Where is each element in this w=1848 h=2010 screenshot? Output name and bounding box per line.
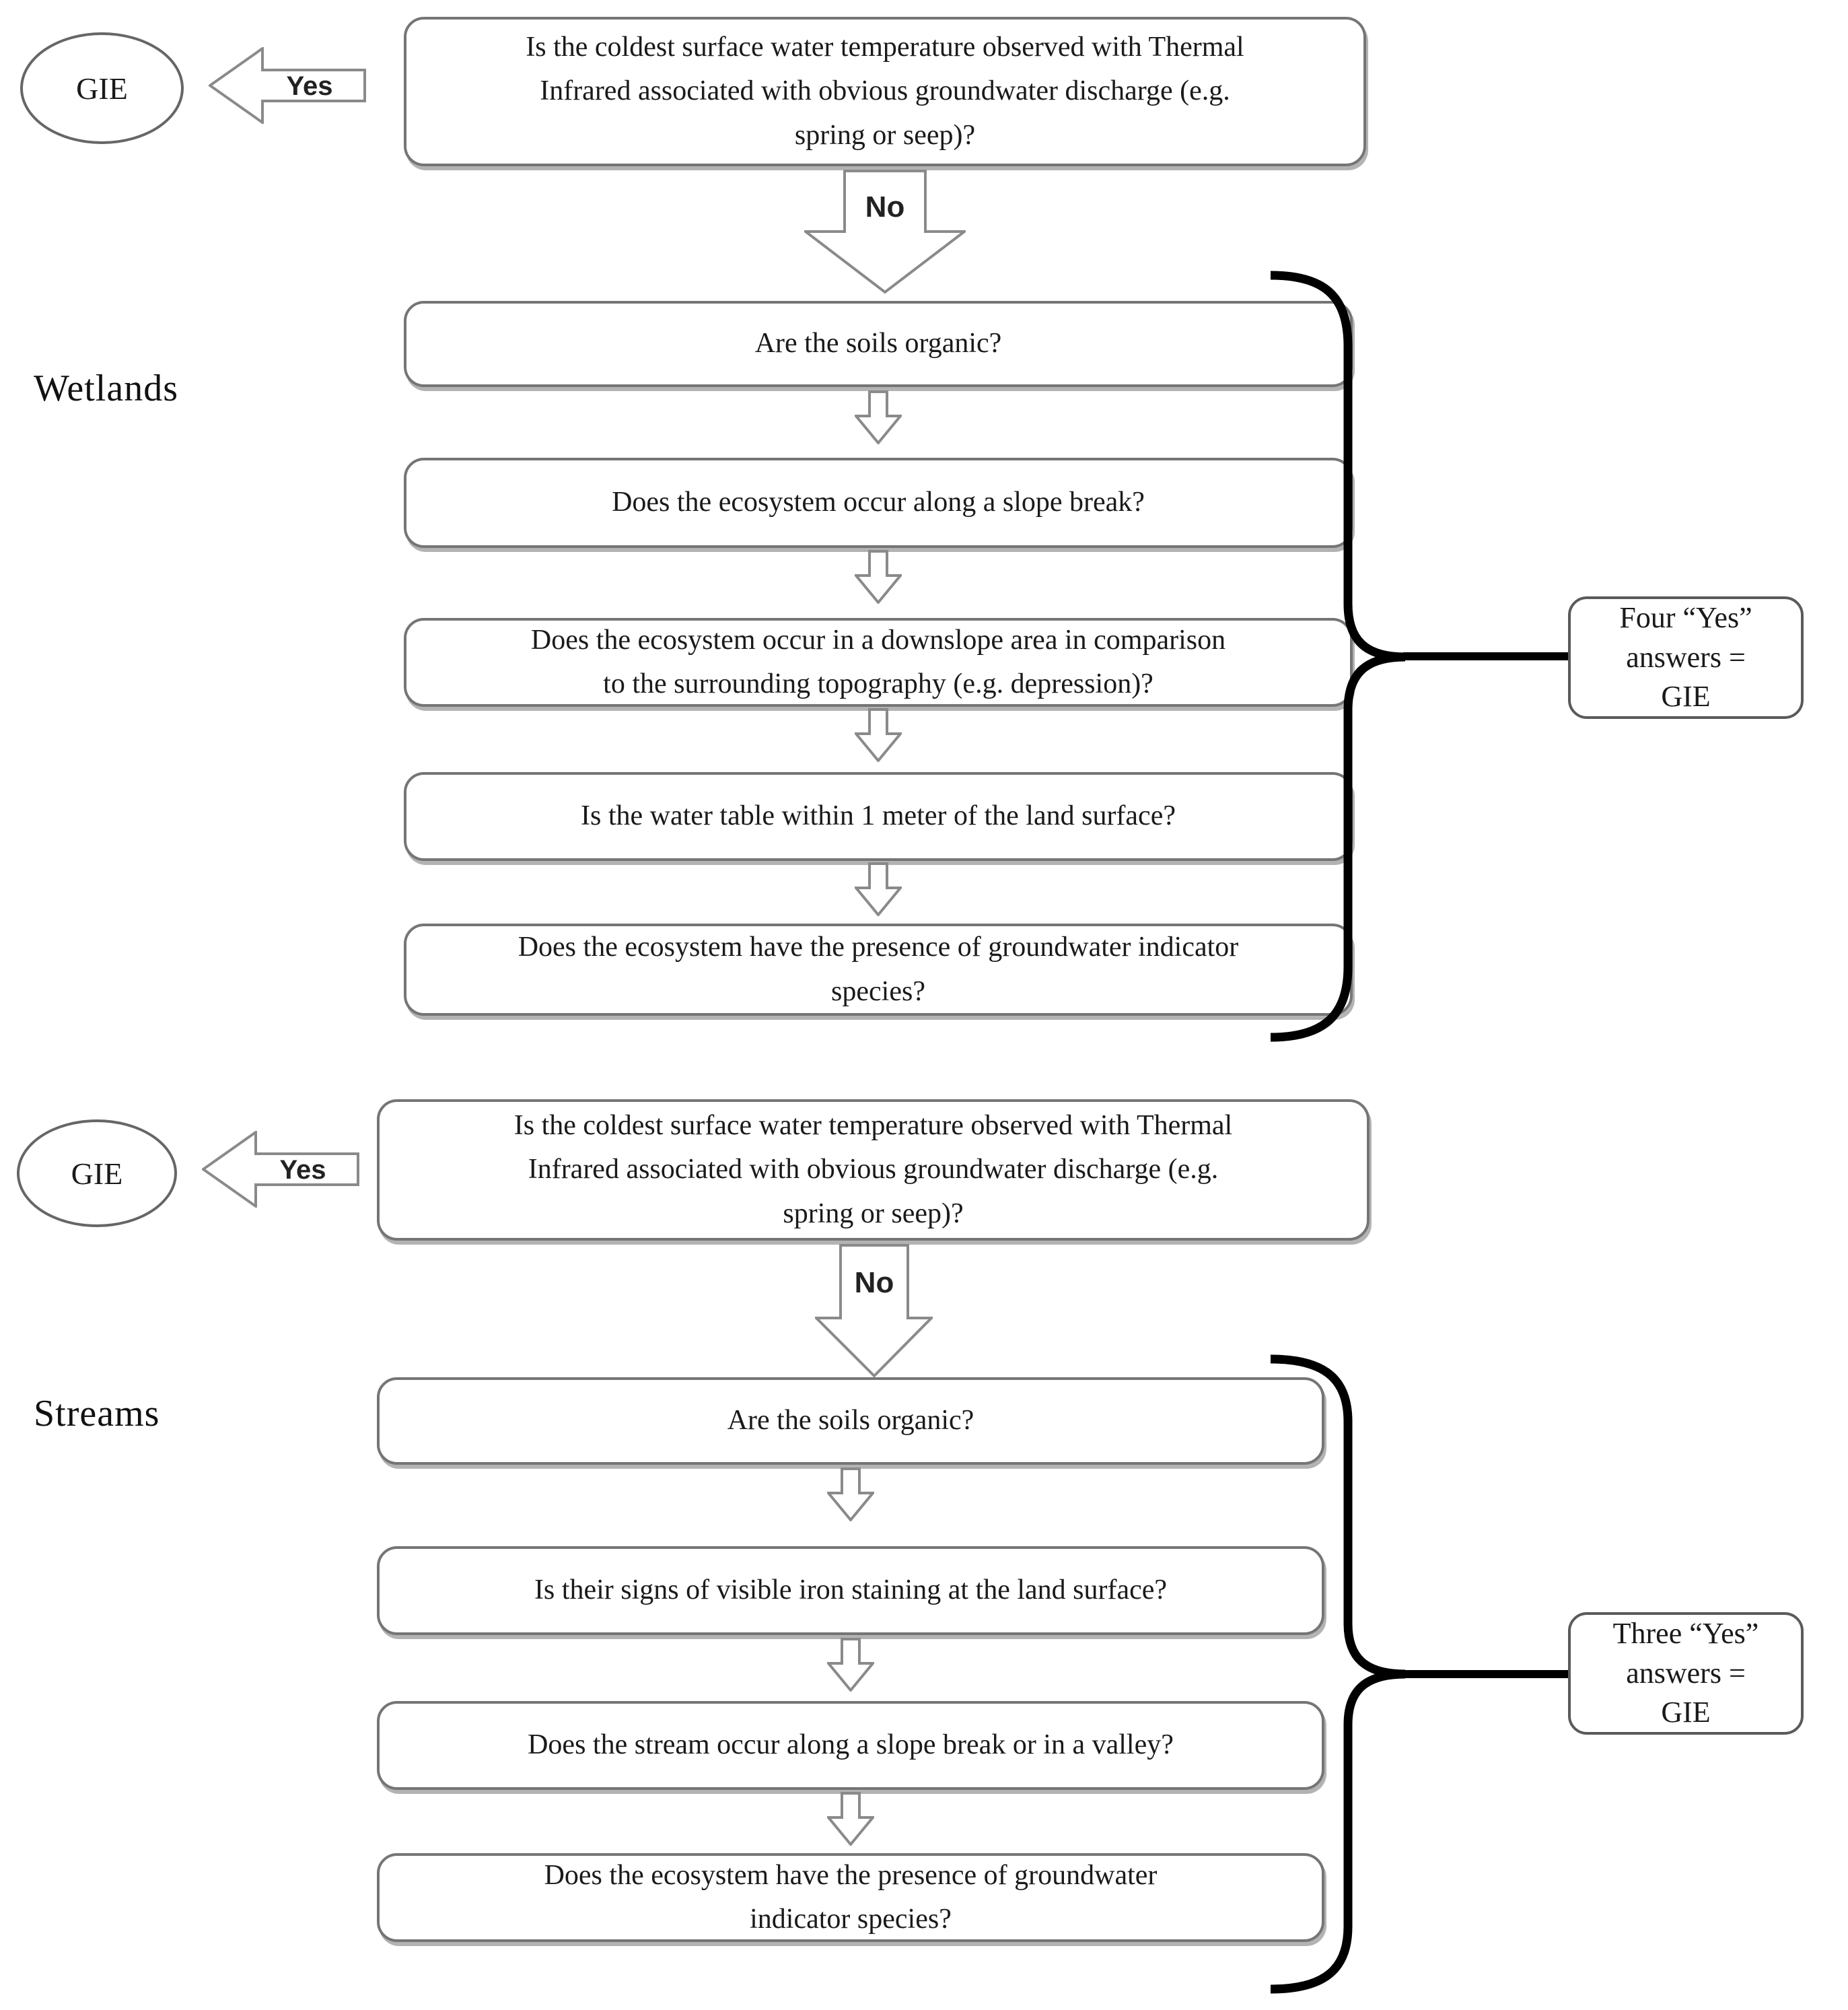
wetlands-no-label: No xyxy=(865,190,905,223)
down-arrow-icon xyxy=(855,708,902,762)
result-line: answers = xyxy=(1626,640,1746,674)
streams-connector-arrow-2 xyxy=(827,1638,874,1692)
flow-box-line: Does the ecosystem have the presence of … xyxy=(544,1859,1158,1891)
wetlands-connector-arrow-2 xyxy=(855,550,902,604)
question-line: Infrared associated with obvious groundw… xyxy=(528,1154,1219,1185)
result-line: Three “Yes” xyxy=(1612,1617,1759,1651)
result-line: GIE xyxy=(1661,1696,1711,1729)
flow-box-line: Is their signs of visible iron staining … xyxy=(534,1574,1168,1606)
down-arrow-icon xyxy=(827,1467,874,1521)
streams-no-label: No xyxy=(855,1266,894,1299)
down-arrow-icon xyxy=(855,862,902,916)
streams-box-soils: Are the soils organic? xyxy=(377,1377,1324,1465)
streams-result-box: Three “Yes” answers = GIE xyxy=(1568,1612,1804,1735)
wetlands-box-indicator-species: Does the ecosystem have the presence of … xyxy=(404,924,1353,1016)
streams-box-iron-staining: Is their signs of visible iron staining … xyxy=(377,1546,1324,1635)
wetlands-box-slope-break: Does the ecosystem occur along a slope b… xyxy=(404,458,1353,548)
left-arrow-icon xyxy=(209,47,366,124)
wetlands-box-soils: Are the soils organic? xyxy=(404,301,1353,387)
question-line: Is the coldest surface water temperature… xyxy=(513,1110,1233,1142)
curly-brace-icon xyxy=(1270,271,1406,1042)
wetlands-gie-label: GIE xyxy=(76,71,128,106)
wetlands-gie-ellipse: GIE xyxy=(20,32,184,144)
flow-box-line: Does the ecosystem occur in a downslope … xyxy=(530,624,1226,656)
wetlands-result-connector-line xyxy=(1403,652,1568,660)
streams-brace xyxy=(1258,1354,1413,1994)
streams-yes-label: Yes xyxy=(280,1155,326,1185)
down-arrow-icon xyxy=(827,1638,874,1692)
flow-box-line: Is the water table within 1 meter of the… xyxy=(581,800,1176,832)
question-line: Infrared associated with obvious groundw… xyxy=(540,75,1230,107)
wetlands-brace xyxy=(1258,271,1413,1042)
wetlands-yes-arrow: Yes xyxy=(209,47,367,124)
streams-connector-arrow-1 xyxy=(827,1467,874,1521)
flow-box-line: Are the soils organic? xyxy=(727,1405,974,1436)
down-arrow-icon xyxy=(815,1244,933,1377)
result-line: GIE xyxy=(1661,680,1711,714)
question-line: spring or seep)? xyxy=(794,119,976,151)
down-arrow-icon xyxy=(827,1792,874,1846)
streams-box-slope-valley: Does the stream occur along a slope brea… xyxy=(377,1701,1324,1790)
wetlands-result-box: Four “Yes” answers = GIE xyxy=(1568,596,1804,719)
wetlands-connector-arrow-4 xyxy=(855,862,902,916)
flow-box-line: Does the stream occur along a slope brea… xyxy=(528,1729,1174,1761)
streams-connector-arrow-3 xyxy=(827,1792,874,1846)
flow-box-line: indicator species? xyxy=(750,1904,952,1935)
section-label-wetlands: Wetlands xyxy=(34,368,178,409)
streams-yes-arrow: Yes xyxy=(202,1131,360,1208)
flow-box-line: Are the soils organic? xyxy=(754,328,1002,359)
flow-box-line: species? xyxy=(831,975,925,1007)
streams-question-box: Is the coldest surface water temperature… xyxy=(377,1099,1370,1241)
flow-box-line: Does the ecosystem have the presence of … xyxy=(518,932,1239,963)
flow-box-line: to the surrounding topography (e.g. depr… xyxy=(603,668,1153,699)
wetlands-connector-arrow-1 xyxy=(855,390,902,444)
result-line: answers = xyxy=(1626,1656,1746,1690)
wetlands-box-downslope: Does the ecosystem occur in a downslope … xyxy=(404,618,1353,707)
streams-box-indicator-species: Does the ecosystem have the presence of … xyxy=(377,1853,1324,1942)
flow-box-line: Does the ecosystem occur along a slope b… xyxy=(612,487,1145,518)
down-arrow-icon xyxy=(804,170,966,293)
wetlands-connector-arrow-3 xyxy=(855,708,902,762)
wetlands-no-arrow: No xyxy=(804,170,966,293)
left-arrow-icon xyxy=(202,1131,359,1208)
curly-brace-icon xyxy=(1270,1354,1406,1994)
question-line: Is the coldest surface water temperature… xyxy=(526,32,1244,63)
result-line: Four “Yes” xyxy=(1619,601,1752,635)
down-arrow-icon xyxy=(855,550,902,604)
down-arrow-icon xyxy=(855,390,902,444)
question-line: spring or seep)? xyxy=(783,1198,964,1229)
streams-gie-label: GIE xyxy=(71,1156,123,1191)
streams-no-arrow: No xyxy=(815,1244,933,1377)
wetlands-question-box: Is the coldest surface water temperature… xyxy=(404,17,1366,166)
wetlands-yes-label: Yes xyxy=(287,71,333,101)
streams-gie-ellipse: GIE xyxy=(17,1119,177,1227)
wetlands-box-water-table: Is the water table within 1 meter of the… xyxy=(404,772,1353,861)
section-label-streams: Streams xyxy=(34,1393,160,1434)
streams-result-connector-line xyxy=(1403,1670,1568,1678)
